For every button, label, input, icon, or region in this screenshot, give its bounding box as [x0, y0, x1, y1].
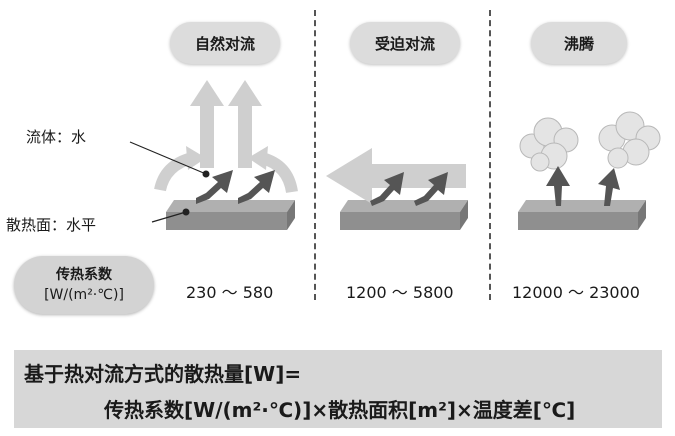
title-natural-convection: 自然对流 [170, 22, 280, 64]
curved-arrow-left-icon [154, 152, 194, 192]
steam-cloud-right-icon [598, 111, 661, 169]
plate-forced [340, 200, 468, 230]
value-boiling: 12000 ～ 23000 [512, 283, 640, 302]
separator-left [314, 10, 316, 300]
plate-natural [166, 200, 295, 230]
heat-arrows-natural-icon [196, 170, 275, 204]
title-forced-convection: 受迫对流 [350, 22, 460, 64]
heat-arrows-forced-icon [370, 172, 448, 206]
heat-transfer-coefficient-badge: 传热系数 [W/(m²·℃)] [14, 256, 154, 314]
heat-arrows-boiling-icon [546, 166, 620, 206]
title-boiling: 沸腾 [531, 22, 627, 64]
value-forced: 1200 ～ 5800 [346, 283, 454, 302]
formula-line-1: 基于热对流方式的散热量[W]= [24, 362, 302, 386]
coefficient-title: 传热系数 [56, 267, 112, 283]
surface-label: 散热面：水平 [6, 216, 97, 234]
fluid-label: 流体：水 [26, 128, 87, 146]
separator-right [489, 10, 491, 300]
formula-band: 基于热对流方式的散热量[W]= 传热系数[W/(m²·℃)]×散热面积[m²]×… [14, 350, 662, 428]
steam-cloud-left-icon [519, 117, 579, 172]
value-natural: 230 ～ 580 [186, 283, 274, 302]
rising-arrows-natural-icon [190, 80, 262, 168]
formula-line-2: 传热系数[W/(m²·℃)]×散热面积[m²]×温度差[℃] [104, 398, 576, 422]
flow-arrow-left-icon [326, 148, 466, 204]
plate-boiling [518, 200, 646, 230]
coefficient-unit: [W/(m²·℃)] [44, 287, 124, 303]
